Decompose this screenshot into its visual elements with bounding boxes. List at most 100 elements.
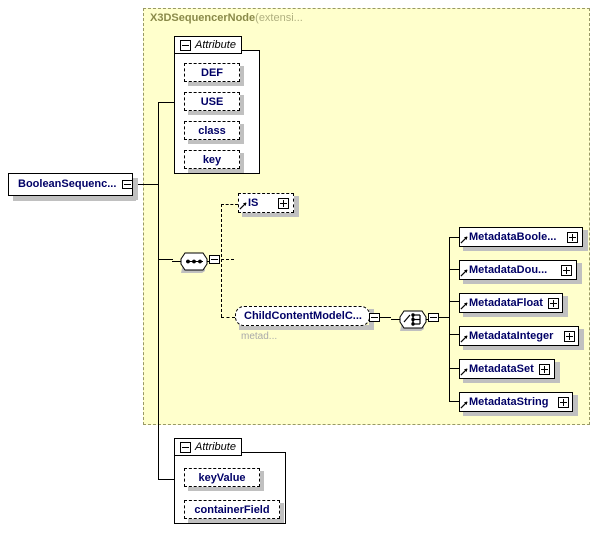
attribute-tab-bottom[interactable]: Attribute (174, 438, 242, 456)
connector-choice-to-metadataset (449, 368, 460, 369)
connector-trunk-vertical (158, 102, 159, 479)
attribute-containerfield-label: containerField (194, 503, 270, 516)
metadata-integer-label: MetadataInteger (469, 329, 554, 342)
reference-arrow-icon-metadata-set (460, 368, 468, 376)
connector-choice-to-metadataboolean (449, 237, 460, 238)
metadata-string-shadow-right (573, 395, 578, 416)
attribute-containerfield[interactable]: containerField (184, 500, 280, 519)
root-element-label: BooleanSequenc... (18, 178, 117, 190)
connector-choice-to-metadatainteger (449, 334, 460, 335)
metadata-set-shadow-right (555, 362, 560, 383)
metadata-float-element[interactable]: MetadataFloat (459, 293, 563, 313)
attribute-class[interactable]: class (184, 121, 240, 140)
is-element-shadow (242, 212, 298, 217)
metadata-double-expand-toggle[interactable] (561, 265, 572, 276)
connector-choice-to-metadatastring (449, 401, 460, 402)
metadata-string-element[interactable]: MetadataString (459, 392, 573, 412)
attribute-keyvalue-label: keyValue (198, 471, 246, 484)
connector-sequence-to-childcontentmodel (221, 317, 235, 318)
attr-shadow-class-right (240, 124, 244, 144)
attr-shadow-key-right (240, 153, 244, 173)
metadata-string-expand-toggle[interactable] (558, 397, 569, 408)
reference-arrow-icon-metadata-integer (460, 335, 468, 343)
sequence-compositor[interactable] (172, 246, 222, 274)
childcontentmodel-element[interactable]: ChildContentModelC... (235, 306, 370, 326)
metadata-integer-shadow-right (579, 329, 584, 350)
metadata-boolean-element[interactable]: MetadataBoole... (459, 227, 583, 247)
connector-trunk-to-sequence (158, 259, 173, 260)
metadata-float-expand-toggle[interactable] (548, 298, 559, 309)
sequence-collapse-toggle[interactable] (209, 255, 220, 264)
metadata-float-label: MetadataFloat (469, 296, 543, 309)
attr-shadow-containerfield (188, 519, 284, 523)
group-title-suffix: (extensi... (255, 12, 303, 24)
connector-sequence-stub (221, 259, 234, 260)
attr-shadow-def (188, 82, 244, 86)
attribute-key[interactable]: key (184, 150, 240, 169)
attr-shadow-keyvalue-right (260, 471, 264, 491)
attr-shadow-use (188, 111, 244, 115)
attr-shadow-use-right (240, 95, 244, 115)
reference-arrow-icon-metadata-float (460, 302, 468, 310)
connector-childcontent-to-choice (380, 317, 391, 318)
attr-shadow-keyvalue (188, 487, 264, 491)
reference-arrow-icon-metadata-boolean (460, 236, 468, 244)
metadata-double-label: MetadataDou... (469, 263, 548, 276)
root-element-shadow (13, 196, 136, 201)
childcontentmodel-caption: metad... (241, 331, 278, 342)
attribute-tab-top[interactable]: Attribute (174, 36, 242, 54)
connector-sequence-to-is (221, 204, 238, 205)
metadata-boolean-shadow (463, 246, 587, 251)
attribute-key-label: key (202, 153, 222, 166)
metadata-double-shadow (463, 279, 581, 284)
metadata-double-shadow-right (577, 263, 582, 284)
is-element-expand-toggle[interactable] (278, 198, 289, 209)
metadata-boolean-label: MetadataBoole... (469, 230, 557, 243)
childcontentmodel-collapse-toggle[interactable] (369, 313, 380, 322)
attribute-use[interactable]: USE (184, 92, 240, 111)
metadata-string-label: MetadataString (469, 395, 549, 408)
childcontentmodel-shadow (239, 325, 374, 330)
metadata-integer-expand-toggle[interactable] (564, 331, 575, 342)
connector-trunk-to-attribute-bottom (158, 479, 174, 480)
attribute-tab-label-bottom: Attribute (195, 440, 236, 453)
connector-choice-fan-vertical (449, 237, 450, 401)
choice-compositor[interactable] (391, 304, 441, 332)
metadata-boolean-expand-toggle[interactable] (567, 232, 578, 243)
metadata-set-expand-toggle[interactable] (539, 364, 550, 375)
connector-trunk-to-attribute-top (158, 102, 174, 103)
is-element-label: IS (248, 196, 259, 209)
connector-root-to-trunk (133, 184, 159, 185)
metadata-double-element[interactable]: MetadataDou... (459, 260, 577, 280)
metadata-float-shadow (463, 312, 567, 317)
attr-shadow-def-right (240, 66, 244, 86)
attribute-class-label: class (198, 124, 226, 137)
connector-choice-to-metadatadouble (449, 269, 460, 270)
attr-shadow-class (188, 140, 244, 144)
connector-choice-to-metadatafloat (449, 301, 460, 302)
reference-arrow-icon-is (239, 202, 247, 210)
choice-collapse-toggle[interactable] (428, 313, 439, 322)
attr-shadow-key (188, 169, 244, 173)
connector-choice-stub (438, 317, 450, 318)
metadata-integer-shadow (463, 345, 583, 350)
attr-shadow-containerfield-right (280, 503, 284, 523)
attribute-use-label: USE (200, 95, 224, 108)
root-element-collapse-toggle[interactable] (122, 180, 133, 189)
metadata-set-element[interactable]: MetadataSet (459, 359, 555, 379)
metadata-integer-element[interactable]: MetadataInteger (459, 326, 579, 346)
attribute-collapse-icon-bottom[interactable] (180, 441, 191, 453)
root-element-boolean-sequencer[interactable]: BooleanSequenc... (8, 173, 133, 196)
reference-arrow-icon-metadata-double (460, 269, 468, 277)
attribute-keyvalue[interactable]: keyValue (184, 468, 260, 487)
reference-arrow-icon-metadata-string (460, 401, 468, 409)
metadata-set-shadow (463, 378, 559, 383)
metadata-float-shadow-right (563, 296, 568, 317)
metadata-set-label: MetadataSet (469, 362, 534, 375)
metadata-string-shadow (463, 411, 577, 416)
attribute-collapse-icon-top[interactable] (180, 39, 191, 51)
group-title: X3DSequencerNode(extensi... (150, 12, 303, 24)
group-title-name: X3DSequencerNode (150, 12, 256, 24)
attribute-def[interactable]: DEF (184, 63, 240, 82)
